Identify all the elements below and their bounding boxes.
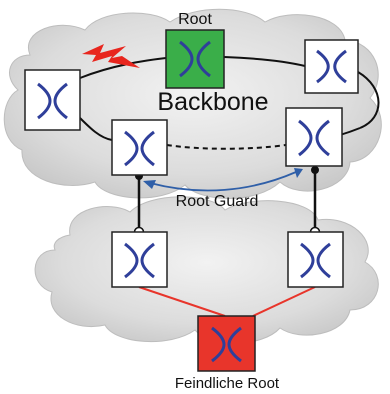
backbone-switch-mid-left (111, 119, 168, 176)
backbone-switch-left (24, 69, 81, 131)
switch-cross-icon (179, 40, 211, 78)
access-switch-left (111, 231, 168, 288)
backbone-switch-mid-right (285, 107, 343, 167)
rogue-root-label: Feindliche Root (175, 375, 280, 392)
access-switch-right (287, 231, 344, 288)
root-guard-arrow (143, 168, 303, 192)
backbone-label: Backbone (157, 88, 268, 116)
switch-cross-icon (298, 119, 330, 157)
switch-cross-icon (211, 326, 242, 363)
lightning-icon (82, 44, 140, 68)
root-switch (165, 29, 225, 89)
root-label: Root (178, 11, 212, 28)
rogue-links (138, 286, 316, 317)
switch-cross-icon (316, 49, 347, 84)
blocked-link (166, 144, 287, 150)
root-guard-label: Root Guard (176, 193, 259, 210)
root-guard-port-right (311, 166, 319, 174)
rogue-root-switch (197, 315, 256, 372)
switch-cross-icon (124, 242, 155, 279)
backbone-switch-top-right (304, 39, 359, 94)
switch-cross-icon (37, 82, 68, 120)
switch-cross-icon (124, 130, 155, 167)
switch-cross-icon (300, 242, 331, 279)
